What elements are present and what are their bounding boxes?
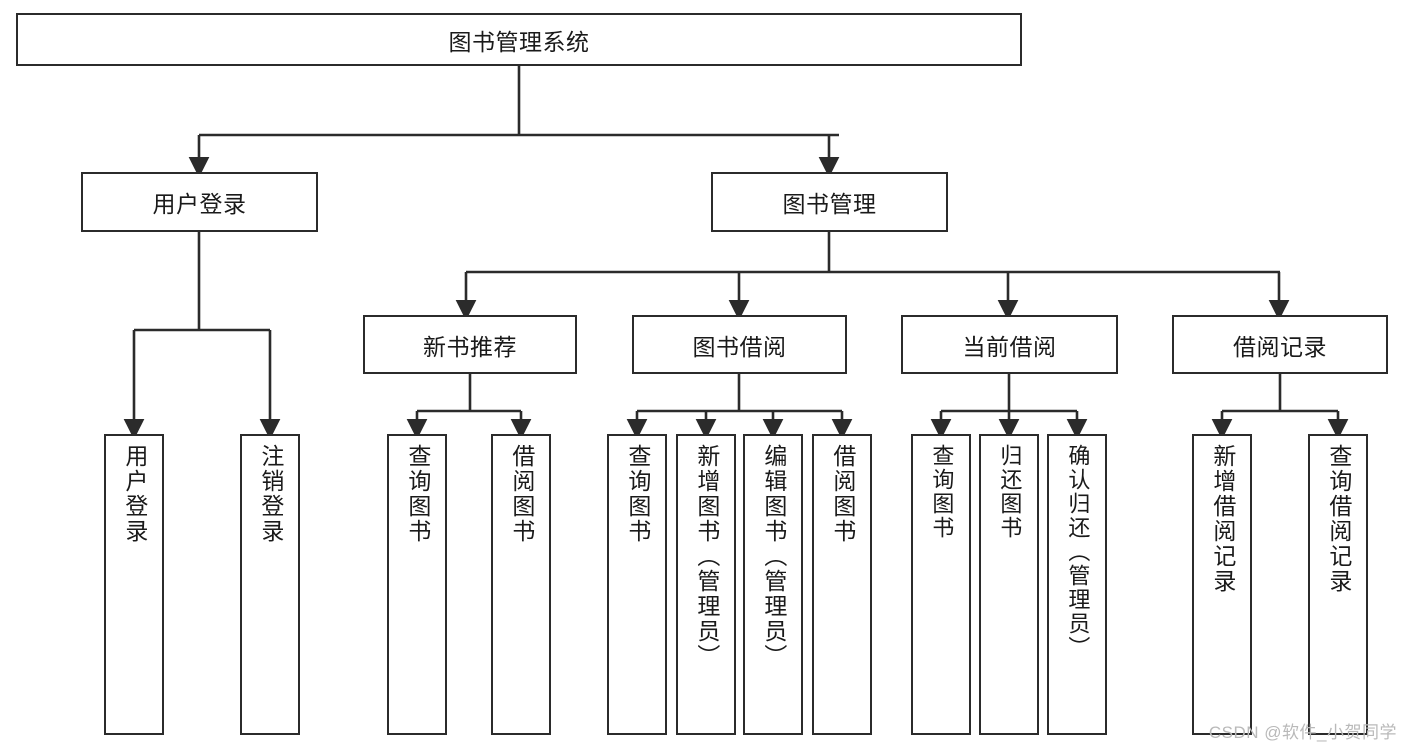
node-user-login-label: 用户登录 [152,191,247,217]
leaf-label: 借阅图书 [829,444,856,544]
leaf-user-login-logout[interactable]: 注销登录 [240,434,300,735]
node-current-borrow[interactable]: 当前借阅 [901,315,1118,374]
leaf-current-borrow-return[interactable]: 归还图书 [979,434,1039,735]
leaf-current-borrow-confirm[interactable]: 确认归还（管理员） [1047,434,1107,735]
csdn-watermark: CSDN @软件_小贺同学 [1208,723,1397,742]
node-borrow-record-label: 借阅记录 [1233,333,1327,360]
node-book-borrow[interactable]: 图书借阅 [632,315,847,374]
leaf-borrow-record-add[interactable]: 新增借阅记录 [1192,434,1252,735]
node-user-login[interactable]: 用户登录 [81,172,318,232]
node-new-book-recommend[interactable]: 新书推荐 [363,315,577,374]
leaf-label: 查询借阅记录 [1325,444,1352,594]
leaf-label: 新增借阅记录 [1209,444,1236,594]
node-borrow-record[interactable]: 借阅记录 [1172,315,1388,374]
leaf-label: 编辑图书（管理员） [760,444,787,669]
node-new-book-recommend-label: 新书推荐 [423,333,517,360]
leaf-user-login-login[interactable]: 用户登录 [104,434,164,735]
leaf-label: 查询图书 [404,444,431,544]
leaf-borrow-record-query[interactable]: 查询借阅记录 [1308,434,1368,735]
leaf-label: 查询图书 [929,444,955,540]
leaf-label: 用户登录 [121,444,148,544]
node-current-borrow-label: 当前借阅 [962,333,1057,360]
leaf-book-borrow-add[interactable]: 新增图书（管理员） [676,434,736,735]
node-book-management-label: 图书管理 [782,191,877,217]
leaf-book-borrow-edit[interactable]: 编辑图书（管理员） [743,434,803,735]
leaf-label: 新增图书（管理员） [693,444,720,669]
leaf-label: 借阅图书 [508,444,535,544]
leaf-new-book-query[interactable]: 查询图书 [387,434,447,735]
node-book-borrow-label: 图书借阅 [692,333,787,360]
leaf-label: 查询图书 [624,444,651,544]
node-root-label: 图书管理系统 [448,28,590,55]
node-root-system[interactable]: 图书管理系统 [16,13,1022,66]
node-book-management[interactable]: 图书管理 [711,172,948,232]
leaf-current-borrow-query[interactable]: 查询图书 [911,434,971,735]
leaf-new-book-borrow[interactable]: 借阅图书 [491,434,551,735]
leaf-book-borrow-query[interactable]: 查询图书 [607,434,667,735]
leaf-label: 确认归还（管理员） [1065,444,1091,660]
leaf-book-borrow-borrow[interactable]: 借阅图书 [812,434,872,735]
leaf-label: 归还图书 [997,444,1023,540]
leaf-label: 注销登录 [257,444,284,544]
